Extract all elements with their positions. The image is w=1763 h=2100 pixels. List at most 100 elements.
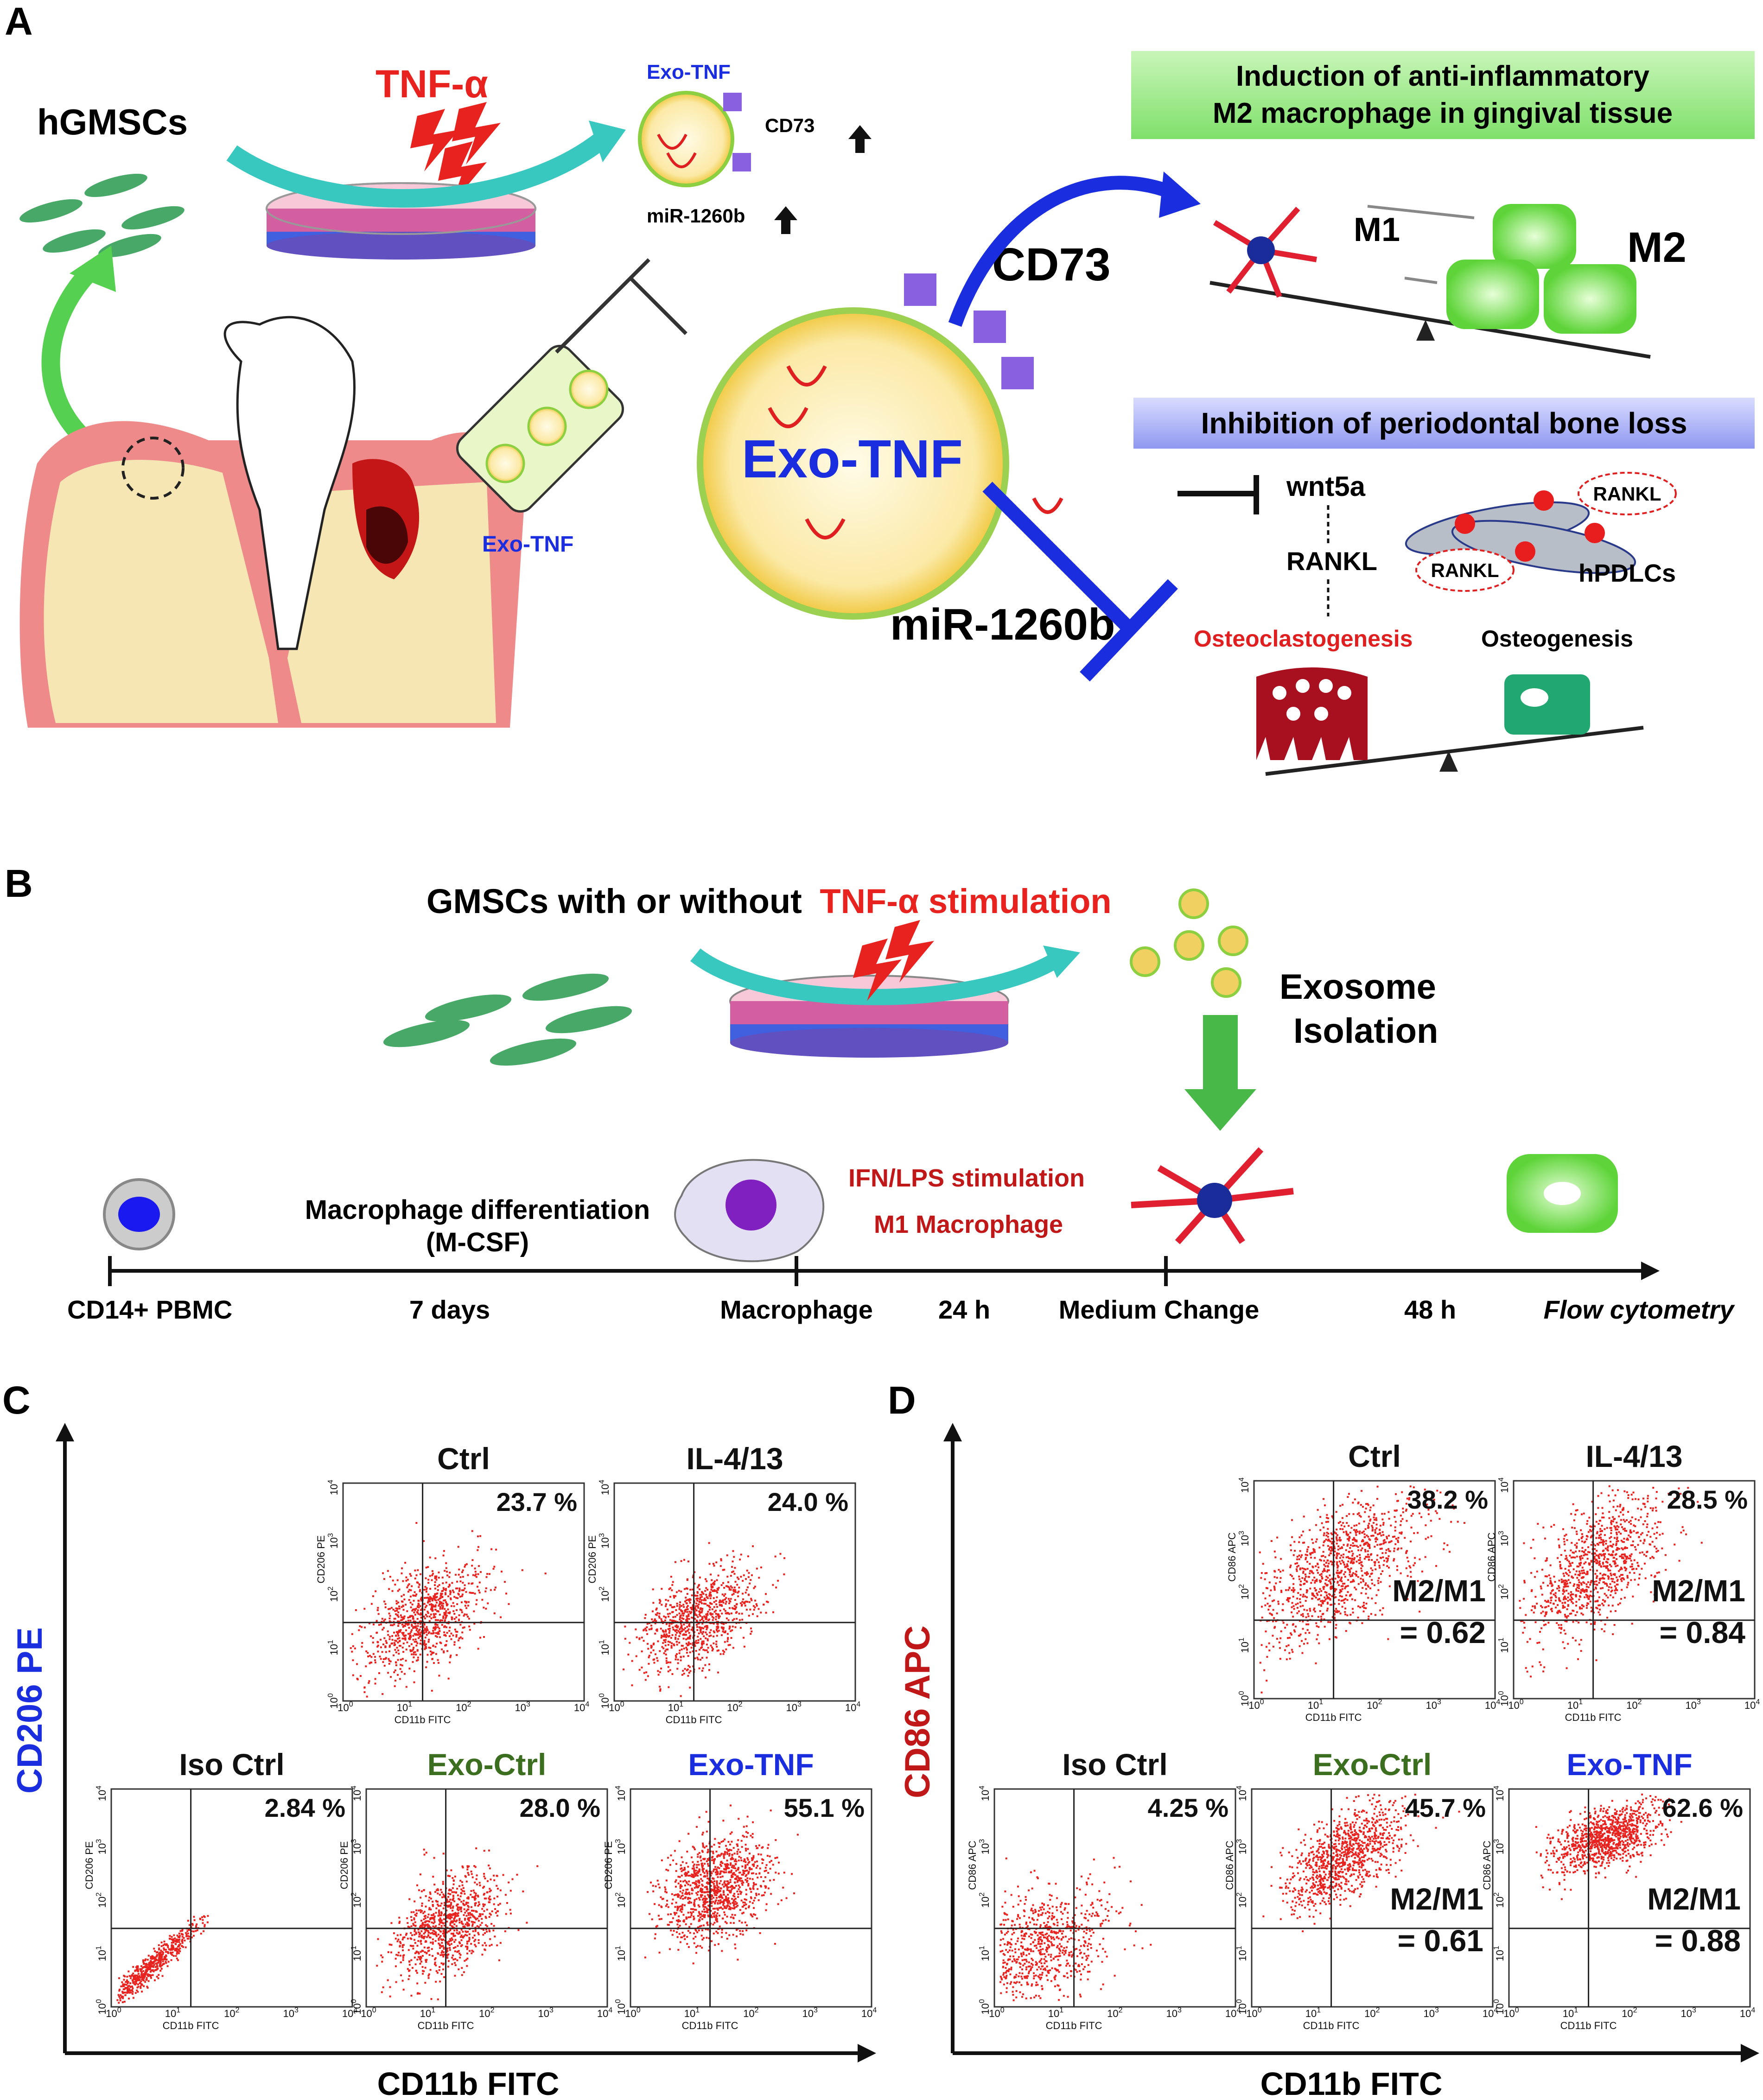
event-dot [463,1971,465,1973]
event-dot [719,1873,721,1875]
x-tick-label: 100 [609,1700,624,1713]
event-dot [728,1628,731,1630]
event-dot [488,1865,490,1867]
event-dot [775,1872,777,1874]
event-dot [452,1591,455,1593]
event-dot [745,1889,747,1891]
event-dot [692,1576,694,1579]
event-dot [1331,1537,1333,1540]
event-dot [455,1631,457,1633]
event-dot [651,1918,653,1921]
event-dot [411,1650,413,1652]
event-dot [399,1640,401,1642]
event-dot [416,1581,418,1584]
y-tick-label: 102 [327,1586,340,1602]
event-dot [1302,1572,1305,1574]
event-dot [734,1863,737,1865]
event-dot [709,1612,712,1614]
event-dot [700,1863,703,1865]
event-dot [409,1632,411,1635]
event-dot [443,1947,445,1949]
event-dot [410,1575,412,1577]
event-dot [508,1881,510,1884]
event-dot [646,1626,648,1629]
event-dot [437,1889,439,1891]
event-dot [162,1960,164,1962]
event-dot [462,1866,464,1869]
event-dot [356,1663,358,1665]
event-dot [483,1606,485,1609]
event-dot [455,1913,458,1915]
event-dot [730,1585,732,1587]
event-dot [399,1921,401,1923]
event-dot [380,1638,382,1641]
event-dot [770,1859,772,1862]
event-dot [726,1585,729,1587]
event-dot [458,1589,461,1591]
event-dot [463,1615,465,1617]
event-dot [441,1896,444,1898]
event-dot [127,1990,130,1992]
event-dot [420,1960,422,1963]
event-dot [418,1631,420,1634]
event-dot [474,1897,477,1900]
event-dot [1273,1550,1276,1553]
event-dot [426,1661,428,1663]
event-dot [627,1653,630,1656]
event-dot [447,1916,449,1919]
event-dot [137,1966,139,1968]
event-dot [718,1896,720,1898]
event-dot [466,1924,469,1927]
event-dot [723,1608,725,1611]
event-dot [686,1620,688,1623]
event-dot [758,1844,760,1846]
event-dot [750,1633,752,1635]
y-tick-label: 103 [350,1839,363,1854]
event-dot [746,1601,749,1603]
event-dot [153,1964,155,1966]
event-dot [701,1633,704,1635]
event-dot [681,1648,683,1650]
event-dot [445,1610,447,1612]
event-dot [664,1891,667,1893]
event-dot [664,1619,666,1622]
event-dot [139,1976,141,1979]
event-dot [681,1617,683,1619]
event-dot [681,1605,683,1607]
event-dot [489,1912,491,1915]
event-dot [365,1665,367,1668]
event-dot [372,1595,374,1597]
event-dot [706,1911,709,1914]
event-dot [1367,1556,1369,1558]
event-dot [666,1903,668,1906]
event-dot [125,1987,127,1989]
y-tick-label: 101 [95,1946,108,1961]
event-dot [453,1605,455,1607]
event-dot [696,1597,699,1599]
event-dot [668,1588,670,1590]
event-dot [743,1860,745,1862]
event-dot [425,1905,427,1908]
event-dot [706,1897,708,1900]
event-dot [717,1866,719,1869]
event-dot [459,1595,461,1598]
event-dot [400,1619,402,1621]
x-tick-label: 104 [861,2006,877,2019]
event-dot [121,1996,123,1998]
event-dot [137,1978,140,1980]
event-dot [727,1637,729,1639]
event-dot [443,1914,445,1916]
event-dot [412,1608,414,1611]
x-tick-label: 101 [397,1700,412,1713]
event-dot [665,1616,667,1618]
event-dot [693,1846,695,1849]
event-dot [409,1619,412,1622]
event-dot [188,1929,191,1931]
event-dot [728,1934,731,1936]
event-dot [456,1903,458,1905]
event-dot [700,1895,702,1897]
event-dot [681,1911,683,1913]
event-dot [717,1876,719,1878]
x-tick-label: 103 [538,2006,554,2019]
event-dot [420,1635,422,1637]
